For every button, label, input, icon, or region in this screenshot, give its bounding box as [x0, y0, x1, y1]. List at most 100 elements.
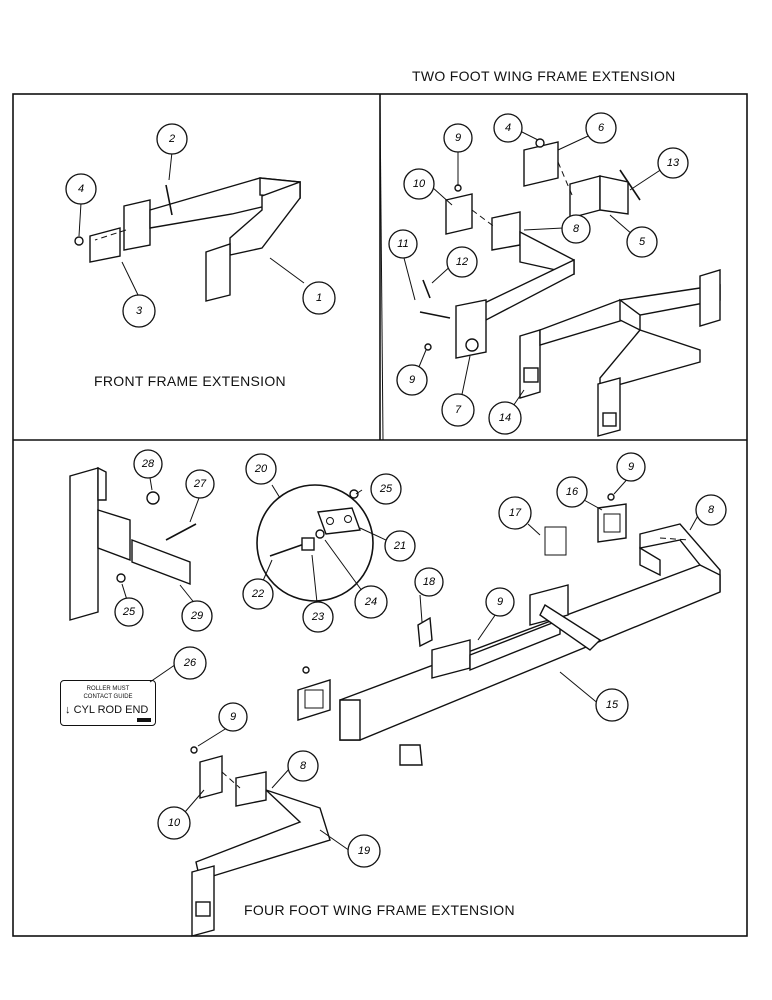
wing-nut-25 [116, 573, 126, 583]
bushing-23 [301, 537, 315, 551]
front-frame-spacer-plate [89, 227, 121, 263]
callout-4: 4 [493, 113, 523, 143]
decal-line-3-text: CYL ROD END [73, 704, 149, 716]
decal-maker-mark [137, 718, 151, 722]
two-foot-frame-left-leg [519, 329, 541, 399]
callout-29: 29 [181, 600, 213, 632]
two-foot-wing-drawing [403, 129, 721, 437]
callout-20: 20 [245, 453, 277, 485]
decal-line-3: ↓ CYL ROD END [65, 704, 148, 716]
svg-text:18: 18 [423, 576, 436, 588]
callout-21: 21 [384, 530, 416, 562]
detail-circle-20 [256, 484, 374, 602]
frame-main-rail-15 [339, 564, 721, 741]
two-foot-frame-right-leg [597, 377, 621, 437]
two-foot-plate-6 [523, 141, 559, 187]
callout-balloons: 1 2 3 4 4 5 6 7 8 9 9 10 11 12 13 14 8 8… [65, 112, 727, 868]
svg-text:10: 10 [413, 178, 426, 190]
svg-text:4: 4 [78, 183, 84, 195]
svg-text:25: 25 [379, 483, 393, 495]
svg-text:6: 6 [598, 122, 605, 134]
wing-bracket-29 [131, 538, 191, 586]
callout-9: 9 [396, 364, 428, 396]
front-frame-extension-drawing [74, 151, 305, 302]
two-foot-pin-11 [419, 311, 451, 319]
svg-text:22: 22 [251, 588, 264, 600]
callout-9: 9 [616, 452, 646, 482]
svg-text:20: 20 [254, 463, 268, 475]
callout-9: 9 [218, 702, 248, 732]
svg-text:25: 25 [122, 606, 136, 618]
title-front-frame-extension: FRONT FRAME EXTENSION [94, 373, 286, 389]
svg-text:9: 9 [409, 374, 415, 386]
svg-text:29: 29 [190, 610, 203, 622]
callout-23: 23 [302, 601, 334, 633]
callout-6: 6 [585, 112, 617, 144]
callout-25: 25 [370, 473, 402, 505]
svg-text:5: 5 [639, 236, 646, 248]
svg-text:24: 24 [364, 596, 377, 608]
u-bolt-17 [544, 526, 567, 556]
four-foot-wing-drawing [69, 466, 721, 937]
callout-19: 19 [347, 834, 381, 868]
svg-text:11: 11 [397, 238, 408, 250]
wing-post [69, 467, 99, 621]
svg-text:27: 27 [193, 478, 207, 490]
pin-18 [417, 616, 433, 648]
two-foot-arm-mount [491, 211, 521, 251]
two-foot-bolt-13 [619, 169, 641, 201]
svg-text:1: 1 [316, 292, 322, 304]
svg-text:14: 14 [499, 412, 511, 424]
two-foot-pin-12 [422, 279, 431, 299]
svg-text:9: 9 [628, 461, 634, 473]
callout-8: 8 [695, 494, 727, 526]
callout-12: 12 [446, 246, 478, 278]
callout-14: 14 [488, 401, 522, 435]
svg-text:2: 2 [168, 133, 175, 145]
link-plate-21 [317, 507, 361, 535]
two-foot-spacer-5 [569, 175, 601, 219]
arm-19 [195, 789, 331, 881]
callout-10: 10 [403, 168, 435, 200]
callout-26: 26 [173, 646, 207, 680]
svg-text:17: 17 [509, 507, 522, 519]
callout-8: 8 [287, 750, 319, 782]
title-four-foot-wing-frame-extension: FOUR FOOT WING FRAME EXTENSION [244, 902, 515, 918]
svg-text:8: 8 [300, 760, 307, 772]
svg-text:13: 13 [667, 157, 680, 169]
callout-8: 8 [561, 214, 591, 244]
svg-text:3: 3 [136, 305, 143, 317]
callout-17: 17 [498, 496, 532, 530]
svg-text:9: 9 [230, 711, 236, 723]
callout-5: 5 [626, 226, 658, 258]
decal-line-2: CONTACT GUIDE [83, 694, 133, 700]
svg-text:28: 28 [141, 458, 155, 470]
two-foot-frame-rear-plate [699, 269, 721, 327]
callout-11: 11 [388, 229, 418, 259]
callout-22: 22 [242, 578, 274, 610]
svg-text:12: 12 [456, 256, 468, 268]
plate-16 [597, 503, 627, 543]
callout-24: 24 [354, 585, 388, 619]
arm-19-end [191, 865, 215, 937]
down-arrow-icon: ↓ [65, 704, 71, 716]
callout-2: 2 [156, 123, 188, 155]
svg-text:7: 7 [455, 404, 462, 416]
front-frame-bolt [165, 184, 173, 216]
two-foot-nut-4 [535, 138, 545, 148]
callout-1: 1 [302, 281, 336, 315]
plate-left-mount [297, 679, 331, 721]
callout-7: 7 [441, 393, 475, 427]
svg-text:21: 21 [393, 540, 406, 552]
svg-text:23: 23 [311, 611, 325, 623]
svg-text:16: 16 [566, 486, 579, 498]
svg-text:19: 19 [358, 845, 370, 857]
arm-mount-lower [235, 771, 267, 807]
callout-16: 16 [556, 476, 588, 508]
two-foot-plate-10 [445, 193, 473, 235]
title-two-foot-wing-frame-extension: TWO FOOT WING FRAME EXTENSION [412, 68, 676, 84]
callout-3: 3 [122, 294, 156, 328]
two-foot-frame-arm [599, 329, 701, 391]
callout-25: 25 [114, 597, 144, 627]
